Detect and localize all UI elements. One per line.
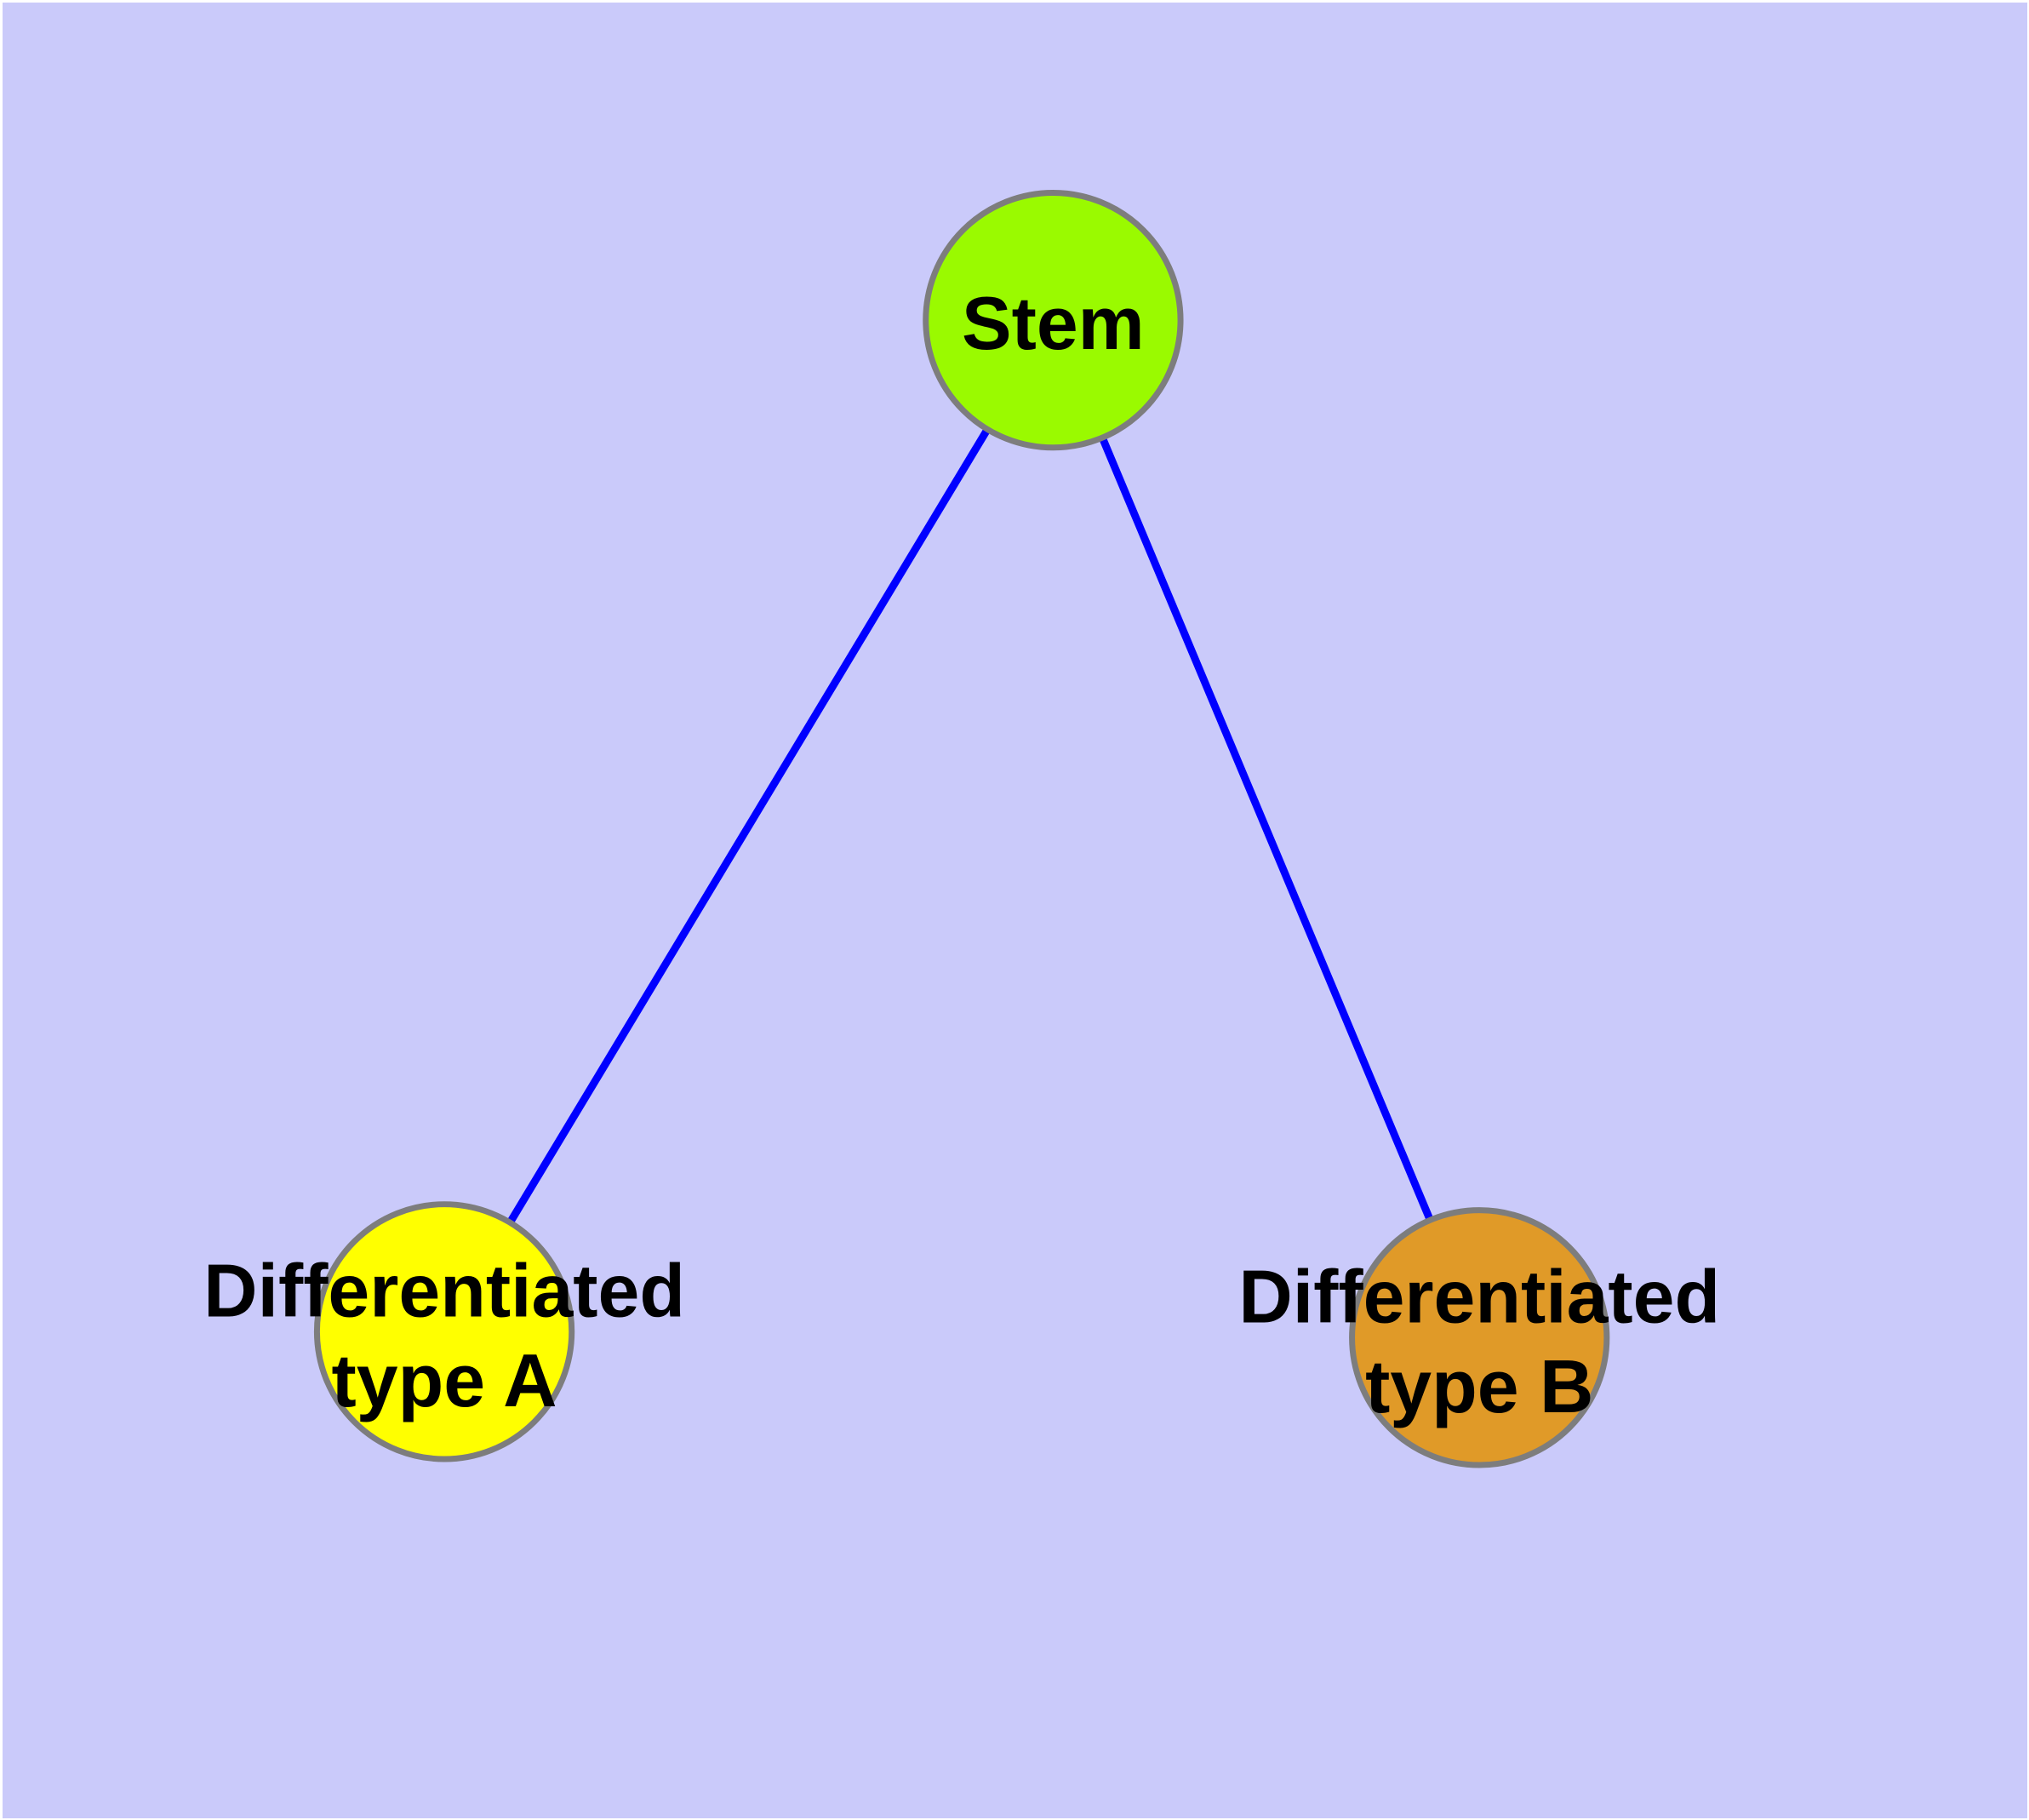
edge-stem-typeB xyxy=(1049,318,1483,1340)
node-typeA-label-line-0: Differentiated xyxy=(203,1249,685,1332)
edges-layer xyxy=(441,318,1483,1340)
edge-stem-typeA xyxy=(441,318,1057,1334)
node-typeB-label-line-1: type B xyxy=(1365,1345,1593,1428)
node-typeB-circle xyxy=(1349,1207,1610,1468)
node-stem-label: Stem xyxy=(962,282,1145,365)
node-typeA-label-line-1: type A xyxy=(332,1339,557,1422)
node-typeB-label-line-0: Differentiated xyxy=(1238,1255,1720,1338)
nodes-layer xyxy=(313,189,1610,1468)
node-typeA-circle xyxy=(313,1201,575,1462)
node-stem-label-line-0: Stem xyxy=(962,282,1145,365)
node-stem-circle xyxy=(923,189,1184,451)
